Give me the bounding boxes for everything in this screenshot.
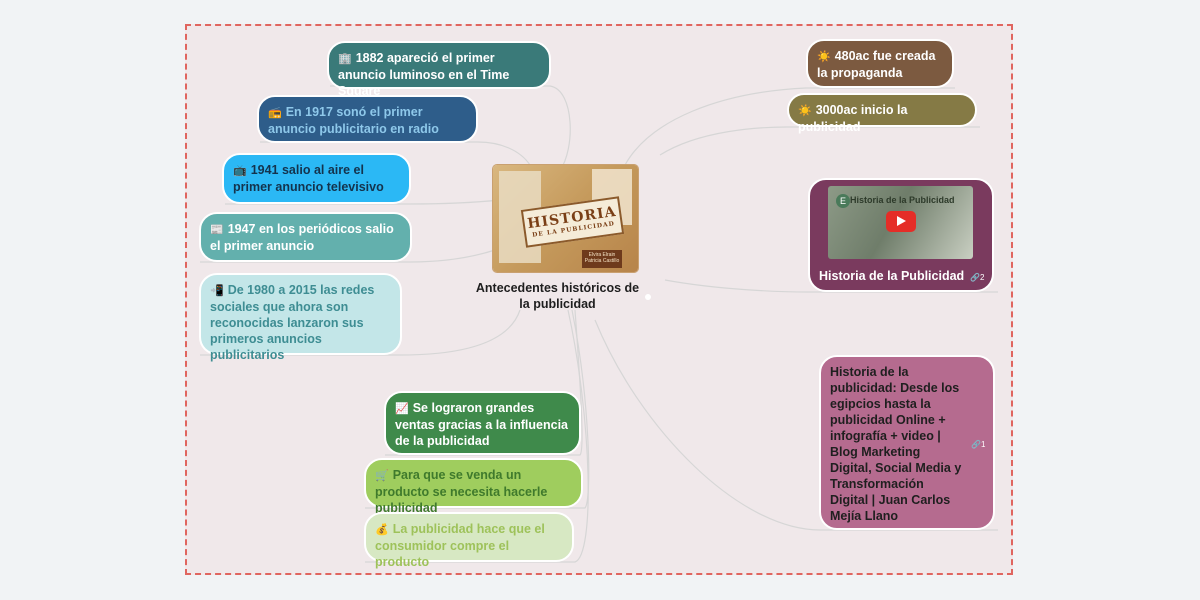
link-count: 2 [979,273,985,282]
video-thumbnail[interactable]: E Historia de la Publicidad [828,186,973,259]
node-text: Se lograron grandes ventas gracias a la … [395,401,568,448]
node-text: De 1980 a 2015 las redes sociales que ah… [210,283,375,362]
node-propaganda-480ac[interactable]: ☀️480ac fue creada la propaganda [806,39,954,88]
building-icon: 🏢 [338,53,352,65]
video-label: Historia de la Publicidad [819,269,965,283]
sun-icon: ☀️ [817,51,831,63]
mobile-phone-icon: 📲 [210,285,224,297]
node-social-networks-1980[interactable]: 📲De 1980 a 2015 las redes sociales que a… [199,273,402,362]
node-time-square-1882[interactable]: 🏢1882 apareció el primer anuncio luminos… [327,41,551,98]
node-text: Para que se venda un producto se necesit… [375,468,548,515]
link-count: 1 [980,440,986,449]
collapse-dot[interactable] [645,294,651,300]
node-text: 3000ac inicio la publicidad [798,103,908,134]
chart-up-icon: 📈 [395,403,409,415]
video-thumb-title: Historia de la Publicidad [850,195,955,205]
node-text: En 1917 sonó el primer anuncio publicita… [268,105,439,136]
image-credit: Elvira Elrain Patricia Castillo [582,250,622,268]
node-consumer-buys[interactable]: 💰La publicidad hace que el consumidor co… [364,512,574,569]
link-count-badge: 🔗1 [971,440,986,449]
sun-icon: ☀️ [798,105,812,117]
node-text: 1882 apareció el primer anuncio luminoso… [338,51,510,98]
channel-avatar: E [836,194,850,208]
node-text: 1941 salio al aire el primer anuncio tel… [233,163,384,194]
node-article-link[interactable]: Historia de la publicidad: Desde los egi… [819,355,995,530]
node-radio-1917[interactable]: 📻En 1917 sonó el primer anuncio publicit… [257,95,478,143]
center-topic-title[interactable]: Antecedentes históricos de la publicidad [475,281,640,311]
node-television-1941[interactable]: 📺1941 salio al aire el primer anuncio te… [222,153,411,204]
node-text: Historia de la publicidad: Desde los egi… [830,365,962,523]
shopping-cart-icon: 🛒 [375,470,389,482]
node-sell-product[interactable]: 🛒Para que se venda un producto se necesi… [364,458,583,515]
radio-icon: 📻 [268,107,282,119]
center-topic-image[interactable]: HISTORIA DE LA PUBLICIDAD Elvira Elrain … [493,165,638,272]
play-button-icon[interactable] [886,211,916,232]
node-sales[interactable]: 📈Se lograron grandes ventas gracias a la… [384,391,581,455]
node-newspaper-1947[interactable]: 📰1947 en los periódicos salio el primer … [199,212,412,262]
node-publicidad-3000ac[interactable]: ☀️3000ac inicio la publicidad [787,93,977,134]
node-text: 1947 en los periódicos salio el primer a… [210,222,394,253]
node-text: 480ac fue creada la propaganda [817,49,936,80]
newspaper-icon: 📰 [210,224,224,236]
television-icon: 📺 [233,165,247,177]
link-count-badge: 🔗2 [970,273,985,282]
node-text: La publicidad hace que el consumidor com… [375,522,545,569]
money-bag-icon: 💰 [375,524,389,536]
